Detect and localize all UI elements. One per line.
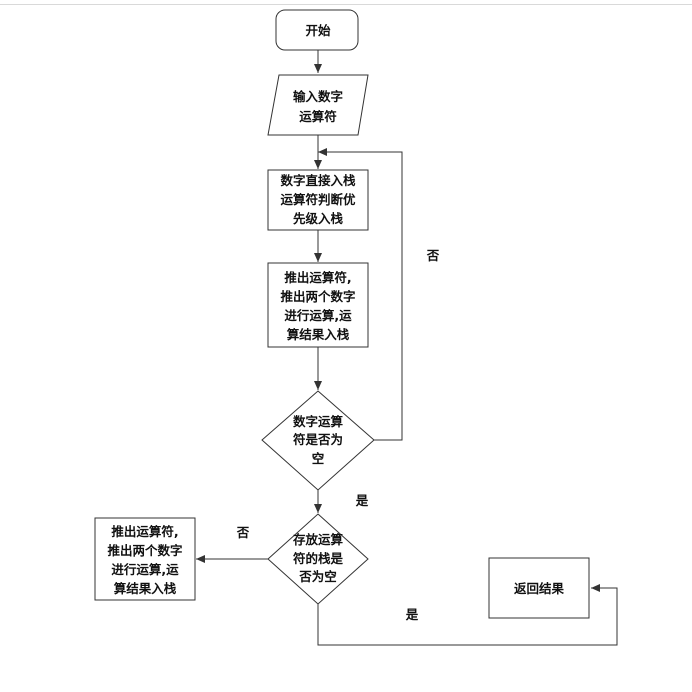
node-compute: 推出运算符, 推出两个数字 进行运算,运 算结果入栈 [267, 262, 369, 348]
node-input-line-1: 输入数字 [293, 89, 343, 104]
edge-label-decision2-yes: 是 [405, 607, 419, 622]
node-decision1-line-1: 数字运算 [292, 414, 344, 429]
edge-decision1-no-loop [318, 148, 403, 441]
connectors [196, 50, 618, 646]
node-decision2-line-1: 存放运算 [292, 532, 344, 547]
node-compute2-line-3: 进行运算,运 [111, 562, 179, 577]
node-compute2: 推出运算符, 推出两个数字 进行运算,运 算结果入栈 [94, 517, 196, 601]
node-push-line-3: 先级入栈 [293, 211, 344, 226]
node-compute-line-1: 推出运算符, [284, 270, 351, 285]
node-result: 返回结果 [488, 557, 590, 619]
top-divider [0, 4, 692, 5]
node-decision1: 数字运算 符是否为 空 [261, 390, 375, 491]
edge-label-decision1-no: 否 [426, 248, 440, 263]
node-compute2-line-2: 推出两个数字 [107, 543, 182, 558]
node-decision2-line-2: 符的栈是 [293, 551, 344, 566]
node-compute2-line-1: 推出运算符, [111, 524, 178, 539]
node-push: 数字直接入栈 运算符判断优 先级入栈 [267, 169, 369, 231]
node-input-line-2: 运算符 [299, 109, 337, 124]
node-decision2: 存放运算 符的栈是 否为空 [267, 513, 369, 605]
node-decision1-line-3: 空 [312, 451, 325, 466]
node-push-line-2: 运算符判断优 [280, 192, 356, 207]
node-result-label: 返回结果 [514, 581, 565, 596]
node-compute-line-2: 推出两个数字 [280, 289, 355, 304]
node-decision1-line-2: 符是否为 [293, 432, 343, 447]
node-input: 输入数字 运算符 [267, 74, 369, 136]
edge-label-decision2-no: 否 [236, 525, 250, 540]
node-start: 开始 [275, 9, 359, 51]
node-push-line-1: 数字直接入栈 [279, 173, 356, 188]
node-compute2-line-4: 算结果入栈 [114, 581, 177, 596]
node-compute-line-3: 进行运算,运 [284, 308, 352, 323]
node-compute-line-4: 算结果入栈 [287, 327, 350, 342]
edge-decision2-yes [317, 584, 618, 646]
node-decision2-line-3: 否为空 [298, 569, 337, 584]
edge-label-decision1-yes: 是 [355, 493, 369, 508]
node-start-label: 开始 [305, 23, 331, 38]
